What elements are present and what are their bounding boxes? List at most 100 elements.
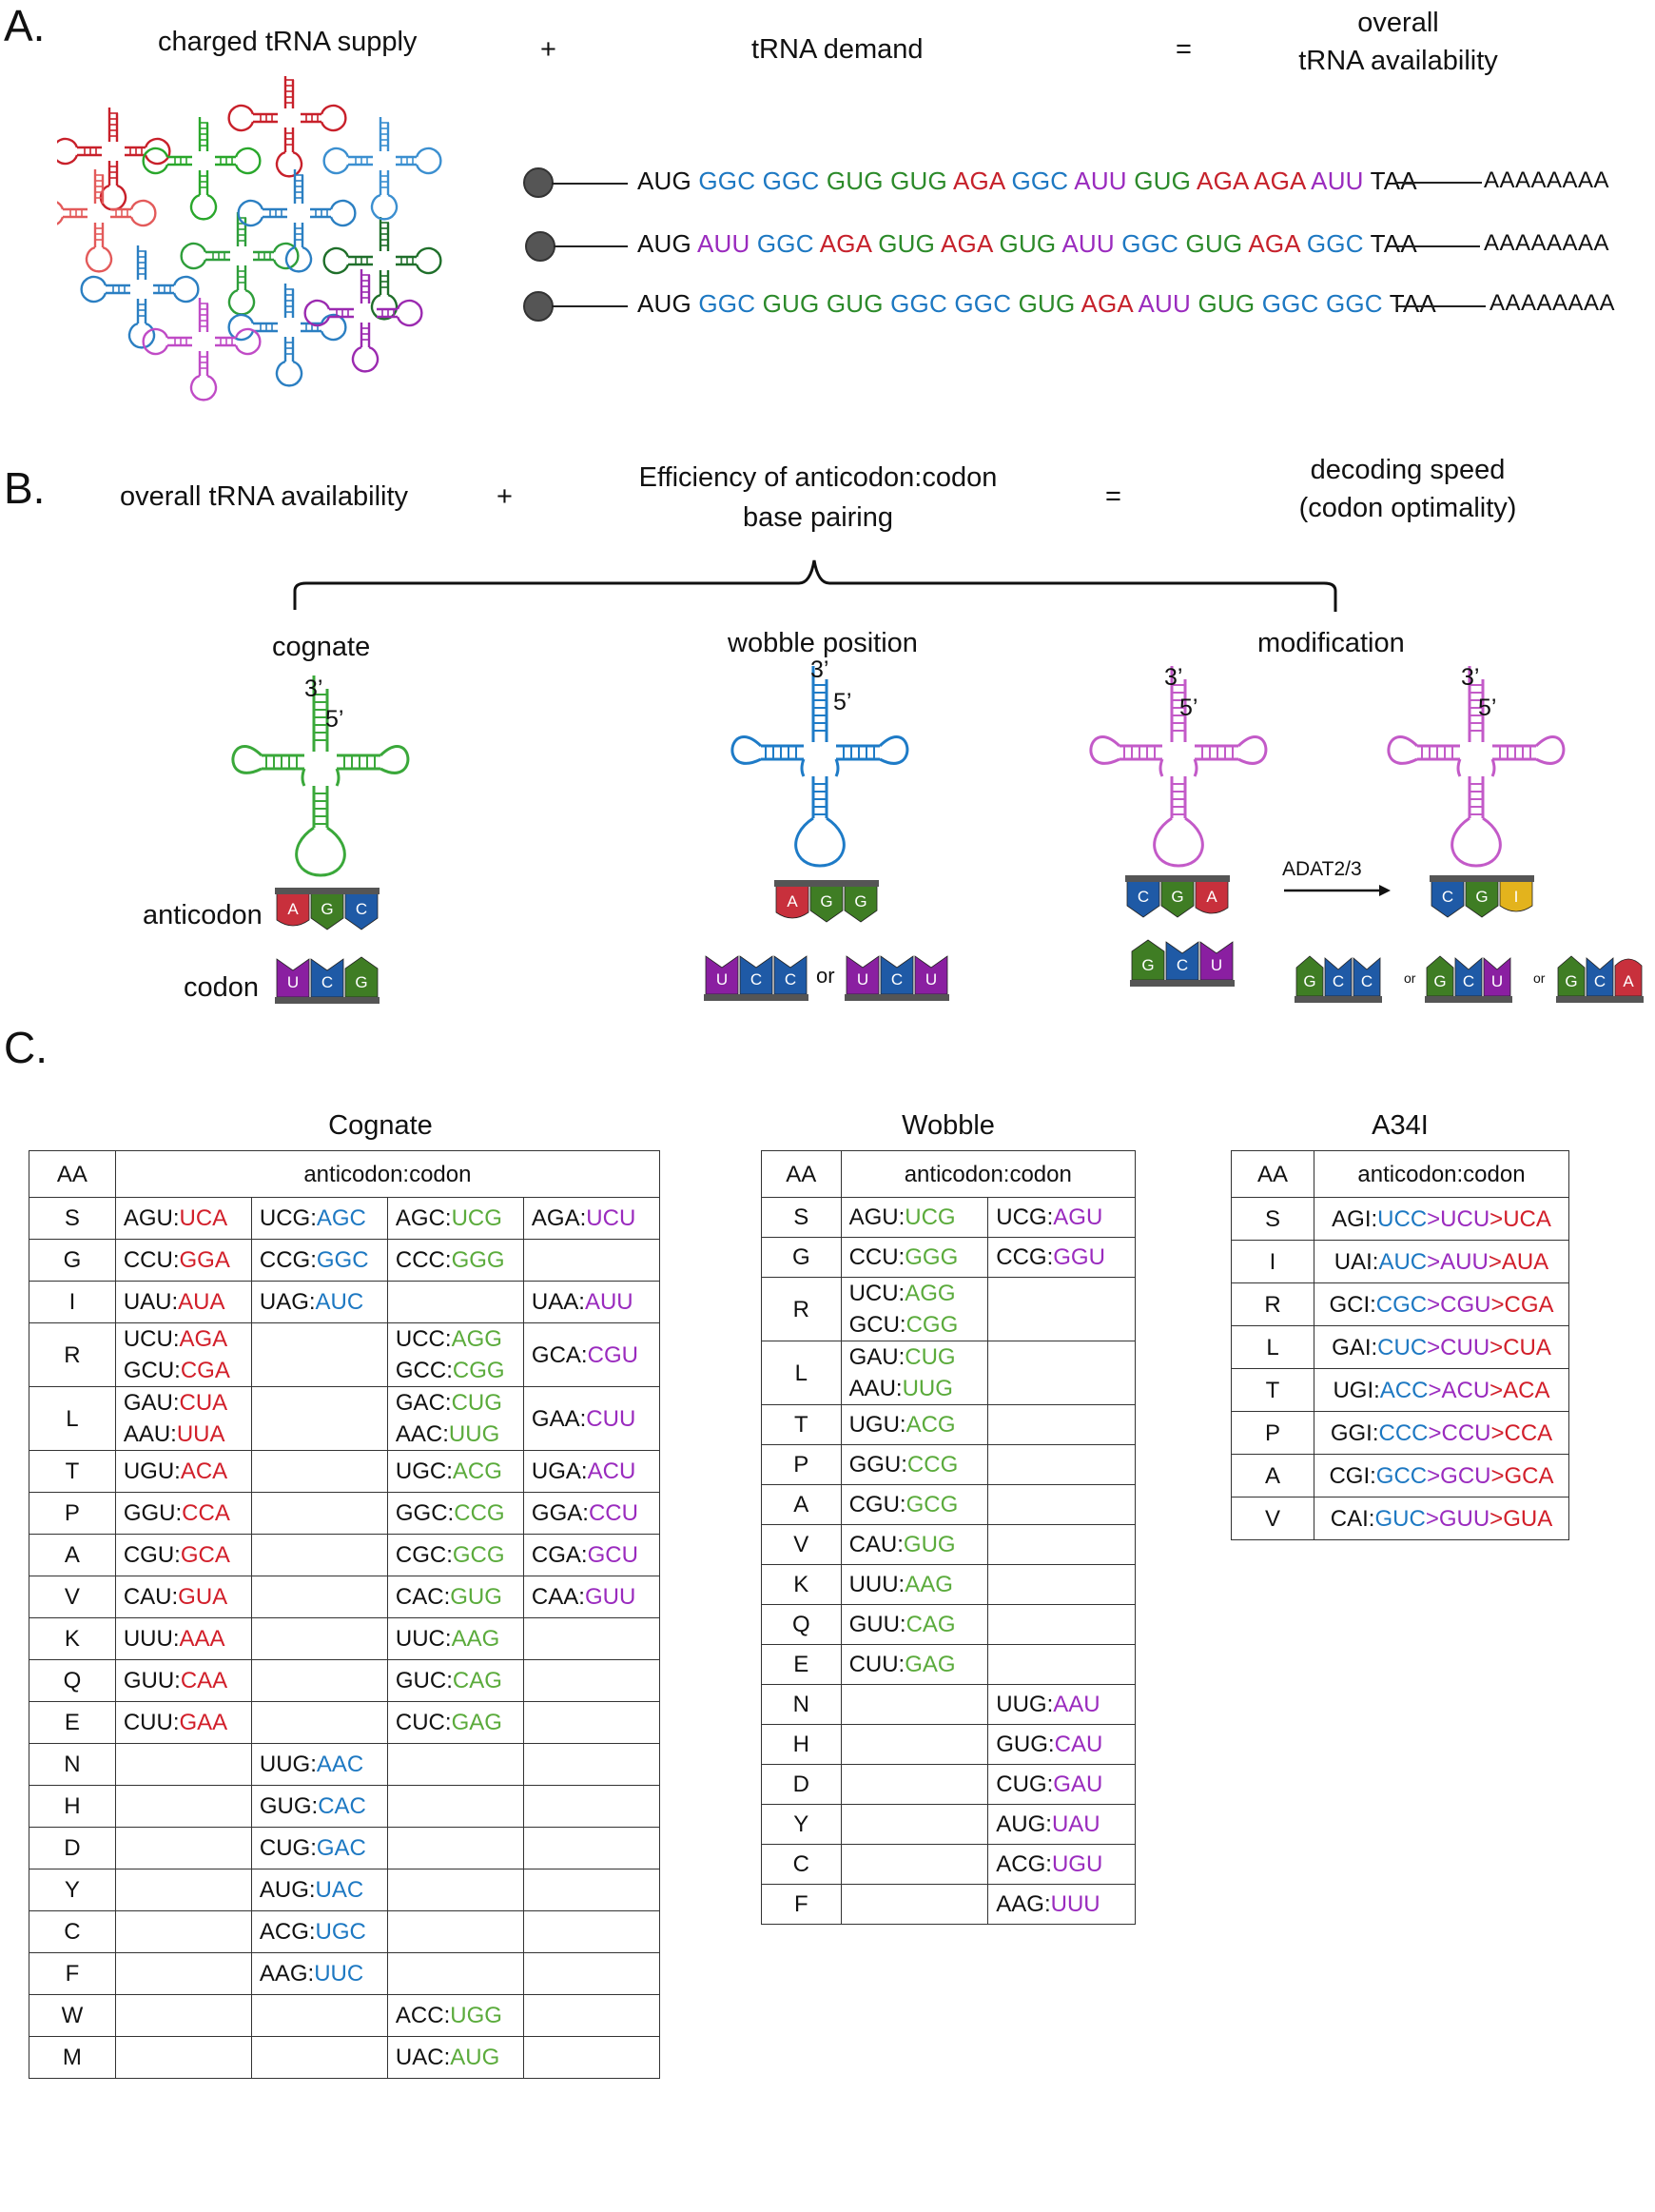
nucleotide-letter: G xyxy=(1475,888,1488,906)
anticodon-text: CAU: xyxy=(848,1532,904,1557)
polya-tail: AAAAAAAA xyxy=(1484,230,1610,256)
codon-text: >AUU xyxy=(1427,1248,1489,1275)
mrna-5prime-line xyxy=(554,245,628,247)
amino-acid-cell: A xyxy=(1231,1454,1314,1498)
amino-acid-cell: P xyxy=(1231,1411,1314,1455)
codon-text: GAG xyxy=(905,1652,956,1677)
nucleotide-letter: A xyxy=(287,900,299,918)
pairing-cell: GUG:CAC xyxy=(250,1785,388,1828)
pairing-cell xyxy=(522,1994,661,2037)
nucleotide-letter: C xyxy=(1594,972,1606,990)
codon-text: GCG xyxy=(452,1542,505,1568)
nucleotide-letter: U xyxy=(1491,972,1503,990)
codon-text: CUG xyxy=(905,1344,956,1370)
amino-acid-cell: G xyxy=(29,1239,116,1282)
pairing-cell: AGC:UCG xyxy=(386,1197,524,1240)
amino-acid-cell: E xyxy=(29,1701,116,1744)
anticodon-text: GUU: xyxy=(123,1668,181,1693)
nucleotide-letter: C xyxy=(1333,972,1344,990)
codon-text: UCU xyxy=(586,1205,636,1231)
mrna-sequence: AUG GGC GUG GUG GGC GGC GUG AGA AUU GUG … xyxy=(637,289,1436,319)
anticodon-text: GCU: xyxy=(123,1358,181,1383)
anticodon-text: AGU: xyxy=(848,1204,905,1230)
amino-acid-cell: L xyxy=(761,1341,842,1405)
amino-acid-cell: R xyxy=(29,1322,116,1387)
pairing-cell: GGU:CCG xyxy=(840,1444,989,1485)
pairing-cell: UGU:ACA xyxy=(114,1450,252,1493)
pairing-cell: CGU:GCA xyxy=(114,1534,252,1576)
codon-text: AGC xyxy=(316,1205,366,1231)
pairing-cell: GAA:CUU xyxy=(522,1386,661,1451)
codon: AGA xyxy=(1197,166,1255,195)
pairing-cell: UGI:ACC>ACU>ACA xyxy=(1314,1368,1569,1412)
codon-text: AAC xyxy=(316,1752,364,1777)
codon-text: GUG xyxy=(450,1584,502,1610)
nucleotide-letter: U xyxy=(857,970,868,989)
anticodon-text: UUG: xyxy=(996,1692,1054,1717)
pairing-cell xyxy=(987,1277,1136,1341)
codon: GGC xyxy=(890,289,955,318)
codon-text: >ACU xyxy=(1428,1377,1490,1403)
pairing-cell xyxy=(114,1827,252,1869)
pairing-cell: CGC:GCG xyxy=(386,1534,524,1576)
amino-acid-cell: H xyxy=(29,1785,116,1828)
pairing-cell xyxy=(114,1785,252,1828)
availability-heading-line2: tRNA availability xyxy=(1298,46,1498,76)
anticodon-text: UCG: xyxy=(259,1205,317,1231)
nucleotide-letter: C xyxy=(1463,972,1474,990)
amino-acid-cell: R xyxy=(1231,1282,1314,1326)
codon-text: CCU xyxy=(588,1500,638,1526)
three-prime-label: 3’ xyxy=(304,675,323,702)
codon: GGC xyxy=(1325,289,1390,318)
anticodon-text: UUU: xyxy=(123,1626,180,1652)
codon: AUU xyxy=(1061,229,1122,258)
amino-acid-cell: F xyxy=(29,1952,116,1995)
pairing-cell: CAC:GUG xyxy=(386,1576,524,1618)
anticodon-text: GGU: xyxy=(123,1500,183,1526)
amino-acid-cell: V xyxy=(29,1576,116,1618)
anticodon-text: CGA: xyxy=(531,1542,588,1568)
codon: AGA xyxy=(819,229,879,258)
amino-acid-cell: Y xyxy=(761,1804,842,1845)
amino-acid-cell: I xyxy=(1231,1240,1314,1283)
codon-text: AGA xyxy=(179,1326,228,1352)
nucleotide-letter: G xyxy=(1303,972,1315,990)
mrna-5prime-line xyxy=(552,305,628,307)
pairing-cell xyxy=(840,1684,989,1725)
codon-text: ACA xyxy=(180,1458,228,1484)
panel-b-label: B. xyxy=(4,463,46,513)
anticodon-text: AGI: xyxy=(1332,1205,1378,1232)
codon: AUU xyxy=(1074,166,1135,195)
pairing-cell: CUG:GAC xyxy=(250,1827,388,1869)
amino-acid-cell: C xyxy=(29,1910,116,1953)
pairing-cell xyxy=(987,1404,1136,1445)
codon-text: AUU xyxy=(584,1289,633,1315)
pairing-cell xyxy=(840,1724,989,1765)
or-label: or xyxy=(816,964,835,988)
codon-text: CUG xyxy=(451,1390,502,1416)
anticodon-text: CUC: xyxy=(395,1710,452,1735)
pairing-cell: CAU:GUG xyxy=(840,1524,989,1565)
codon-text: GUU xyxy=(584,1584,636,1610)
codon-text: AAG xyxy=(905,1572,953,1597)
codon-text: GCG xyxy=(905,1492,959,1517)
anticodon-text: ACC: xyxy=(395,2003,451,2028)
anticodon-text: CCU: xyxy=(848,1244,905,1270)
amino-acid-cell: T xyxy=(761,1404,842,1445)
pairing-cell: UAG:AUC xyxy=(250,1281,388,1323)
or-label: or xyxy=(1533,970,1546,986)
